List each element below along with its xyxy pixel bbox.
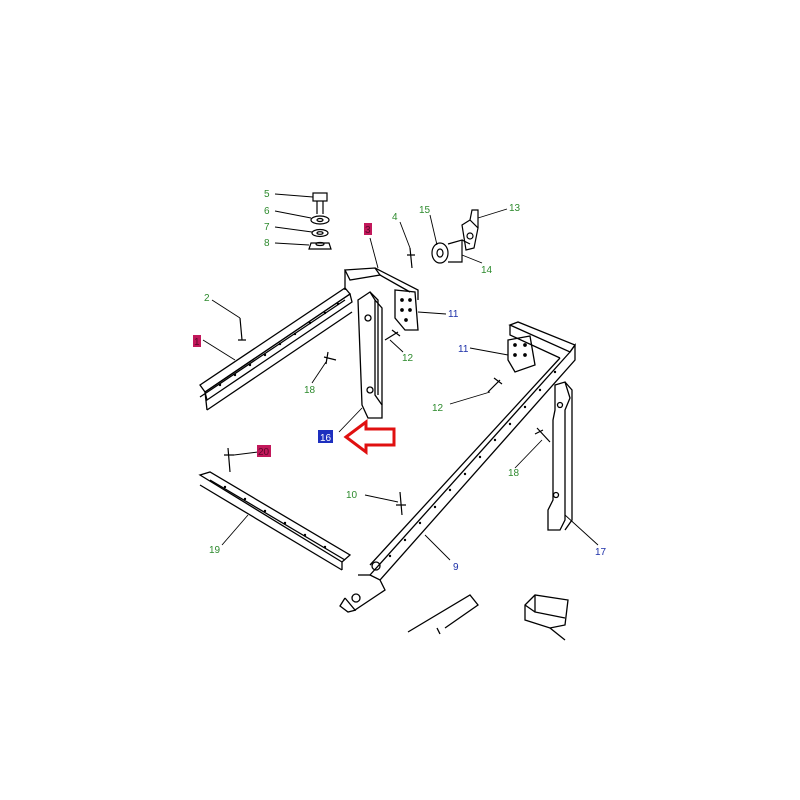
leader-lines bbox=[202, 193, 599, 561]
part-label-18-right[interactable]: 18 bbox=[508, 468, 520, 479]
screw-12-lower bbox=[487, 377, 503, 393]
right-rail-holes bbox=[388, 370, 557, 558]
upper-corner-bracket bbox=[394, 289, 419, 331]
left-rail-holes bbox=[218, 302, 340, 387]
part-label-19[interactable]: 19 bbox=[209, 545, 221, 556]
part-label-14[interactable]: 14 bbox=[481, 265, 493, 276]
part-label-20[interactable]: 20 bbox=[258, 447, 270, 458]
part-label-4[interactable]: 4 bbox=[392, 212, 398, 223]
screw-12-upper bbox=[384, 329, 401, 341]
lower-rail-holes bbox=[223, 485, 327, 549]
rivet-2 bbox=[238, 317, 246, 341]
part-label-3[interactable]: 3 bbox=[365, 225, 371, 236]
part-label-11-right[interactable]: 11 bbox=[458, 344, 469, 355]
arrow-left-outline-icon bbox=[343, 419, 396, 455]
bottom-box-bracket bbox=[524, 594, 569, 641]
part-labels: 5 6 7 8 2 3 1 4 15 13 14 11 12 18 11 12 … bbox=[193, 189, 607, 573]
part-label-12-upper[interactable]: 12 bbox=[402, 353, 414, 364]
pivot-assembly bbox=[431, 209, 479, 264]
part-label-13[interactable]: 13 bbox=[509, 203, 521, 214]
bolt-stack bbox=[308, 192, 332, 250]
screw-18-right bbox=[534, 427, 551, 443]
part-label-16-bg bbox=[318, 430, 333, 443]
part-label-12-lower[interactable]: 12 bbox=[432, 403, 444, 414]
rear-right-pillar bbox=[547, 381, 573, 531]
rivet-20 bbox=[224, 447, 234, 473]
part-label-3-bg bbox=[364, 223, 372, 235]
rivet-4 bbox=[407, 247, 415, 269]
part-label-20-bg bbox=[257, 445, 271, 457]
part-label-1[interactable]: 1 bbox=[194, 337, 200, 348]
rivet-10 bbox=[396, 491, 406, 516]
part-label-9[interactable]: 9 bbox=[453, 562, 459, 573]
part-label-11-upper[interactable]: 11 bbox=[448, 309, 459, 320]
part-label-10[interactable]: 10 bbox=[346, 490, 358, 501]
bottom-tube bbox=[407, 594, 479, 635]
part-label-2[interactable]: 2 bbox=[204, 293, 210, 304]
part-label-1-bg bbox=[193, 335, 201, 347]
part-label-8[interactable]: 8 bbox=[264, 238, 270, 249]
part-label-5[interactable]: 5 bbox=[264, 189, 270, 200]
part-label-17[interactable]: 17 bbox=[595, 547, 607, 558]
part-label-6[interactable]: 6 bbox=[264, 206, 270, 217]
part-label-18-left[interactable]: 18 bbox=[304, 385, 316, 396]
part-label-7[interactable]: 7 bbox=[264, 222, 270, 233]
centre-pillar bbox=[357, 291, 383, 419]
part-label-16[interactable]: 16 bbox=[320, 433, 332, 444]
left-side-rail bbox=[199, 267, 419, 411]
right-corner-bracket bbox=[507, 335, 536, 373]
screw-18-left bbox=[323, 351, 337, 365]
right-side-rail bbox=[339, 321, 577, 613]
lower-rear-rail bbox=[198, 471, 352, 571]
part-label-15[interactable]: 15 bbox=[419, 205, 431, 216]
